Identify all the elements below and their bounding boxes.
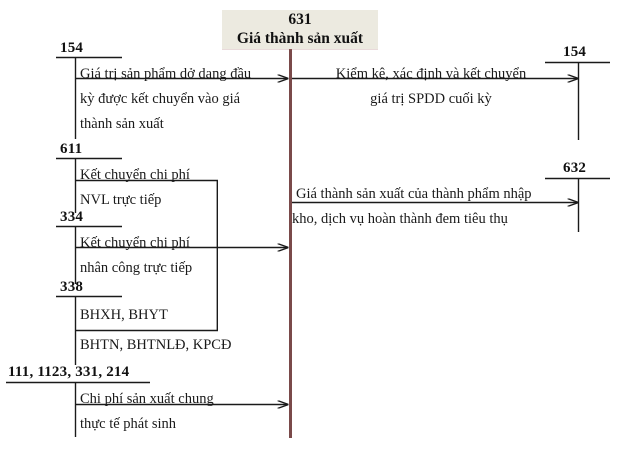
account-label-338: 338 [60, 279, 84, 295]
account-label-632: 632 [563, 160, 587, 176]
flow-text-154-right-line2: giá trị SPDD cuối kỳ [370, 91, 492, 107]
flow-text-154-left-line2: kỳ được kết chuyển vào giá [80, 91, 241, 107]
flow-text-334-line1: Kết chuyển chi phí [80, 235, 190, 251]
flow-text-338-line2: BHTN, BHTNLĐ, KPCĐ [80, 337, 232, 353]
flow-text-632-line1: Giá thành sản xuất của thành phẩm nhập [296, 186, 532, 202]
flow-text-154-left-line1: Giá trị sản phẩm dở dang đầu [80, 66, 252, 82]
account-label-154-right: 154 [563, 44, 587, 60]
flow-text-154-left-line3: thành sản xuất [80, 116, 164, 132]
flow-text-611-line2: NVL trực tiếp [80, 192, 162, 208]
account-label-111-1123-331-214: 111, 1123, 331, 214 [8, 364, 130, 380]
flow-text-111-line1: Chi phí sản xuất chung [80, 391, 214, 407]
flow-text-154-right-line1: Kiểm kê, xác định và kết chuyển [335, 66, 527, 82]
header-account-name: Giá thành sản xuất [236, 30, 364, 47]
header-background [222, 10, 378, 49]
account-label-611: 611 [60, 141, 83, 157]
flow-text-111-line2: thực tế phát sinh [80, 416, 177, 432]
flow-text-632-line2: kho, dịch vụ hoàn thành đem tiêu thụ [292, 211, 508, 227]
account-label-334: 334 [60, 209, 84, 225]
account-label-154-left: 154 [60, 40, 84, 56]
flow-text-338-line1: BHXH, BHYT [80, 307, 168, 323]
flow-text-334-line2: nhân công trực tiếp [80, 260, 193, 276]
flow-text-611-line1: Kết chuyển chi phí [80, 167, 190, 183]
header-account-number: 631 [288, 11, 312, 28]
